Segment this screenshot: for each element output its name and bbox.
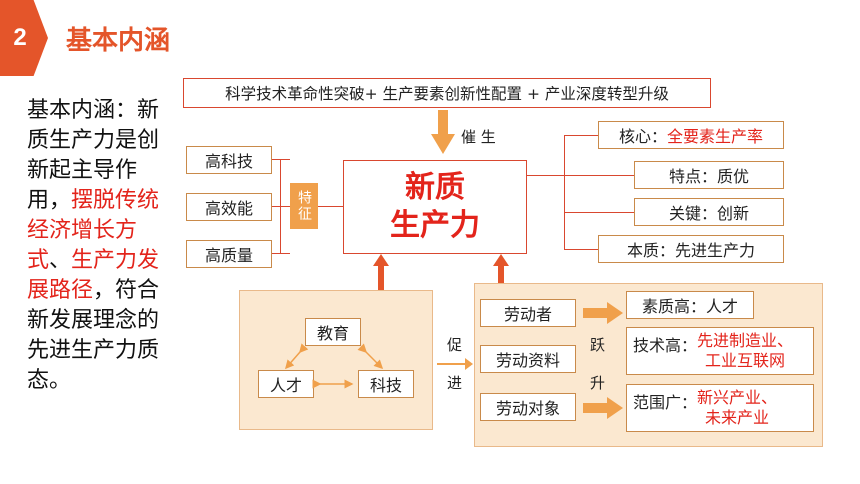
section-number-badge: 2 (0, 0, 48, 76)
right-connector (564, 135, 598, 136)
catalyze-arrow-icon (431, 110, 455, 154)
leap-label-2: 升 (590, 374, 606, 392)
leap-arrow-icon (583, 302, 623, 324)
result-scope-label: 范围广： (633, 393, 698, 412)
labor-item-worker: 劳动者 (480, 299, 576, 327)
desc-seg-3: 、 (49, 248, 72, 273)
feature-connector (272, 206, 290, 207)
right-item-essence: 本质：先进生产力 (598, 235, 784, 263)
right-item-key-value: 创新 (717, 204, 750, 223)
desc-seg-1: 基本内涵：新质生产力是创新起主导作用， (27, 98, 160, 213)
promote-arrow-icon (437, 356, 473, 370)
triangle-left-box: 人才 (258, 370, 314, 398)
section-number: 2 (13, 24, 27, 51)
triangle-right-box: 科技 (358, 370, 414, 398)
right-item-trait: 特点：质优 (634, 161, 784, 189)
feature-box-2: 高效能 (186, 193, 272, 221)
driver-box: 科学技术革命性突破+ 生产要素创新性配置 + 产业深度转型升级 (183, 78, 711, 108)
right-connector (527, 175, 564, 176)
right-item-key: 关键：创新 (634, 198, 784, 226)
feature-tag-label: 特征 (296, 190, 312, 222)
right-item-core-value: 全要素生产率 (667, 127, 764, 146)
result-quality: 素质高：人才 (626, 291, 754, 319)
center-title-line1: 新质 (405, 170, 465, 205)
result-quality-value: 人才 (706, 297, 739, 316)
catalyze-label: 催 生 (461, 128, 496, 146)
right-item-essence-value: 先进生产力 (675, 241, 756, 260)
desc-seg-4: 生产力发展路径 (27, 248, 160, 303)
labor-item-object: 劳动对象 (480, 393, 576, 421)
up-arrow-icon (493, 254, 509, 284)
center-title-line2: 生产力 (390, 208, 480, 243)
right-item-key-label: 关键： (668, 204, 717, 223)
right-connector (564, 135, 565, 249)
triangle-top-box: 教育 (305, 318, 361, 346)
right-item-trait-label: 特点： (668, 167, 717, 186)
triangle-arrows-icon (285, 343, 384, 389)
desc-seg-2: 摆脱传统经济增长方式 (27, 188, 160, 273)
right-connector (564, 175, 634, 176)
feature-connector (318, 206, 343, 207)
feature-box-3: 高质量 (186, 240, 272, 268)
leap-label-1: 跃 (590, 336, 606, 354)
result-quality-label: 素质高： (641, 297, 706, 316)
feature-connector (280, 159, 281, 254)
right-connector (564, 212, 634, 213)
result-tech: 技术高：先进制造业、 工业互联网 (626, 327, 814, 375)
promote-label-1: 促 (447, 336, 463, 354)
leap-arrow-icon (583, 397, 623, 419)
right-item-core: 核心：全要素生产率 (598, 121, 784, 149)
left-description: 基本内涵：新质生产力是创新起主导作用，摆脱传统经济增长方式、生产力发展路径，符合… (27, 96, 163, 396)
result-scope-value: 新兴产业、 未来产业 (697, 388, 778, 427)
desc-seg-5: ，符合新发展理念的先进生产力质态。 (27, 278, 160, 393)
labor-item-means: 劳动资料 (480, 345, 576, 373)
up-arrow-icon (373, 254, 389, 290)
right-connector (564, 249, 598, 250)
feature-tag: 特征 (290, 183, 318, 229)
right-item-trait-value: 质优 (717, 167, 750, 186)
center-box: 新质 生产力 (343, 160, 527, 254)
promote-label-2: 进 (447, 374, 463, 392)
feature-connector (272, 253, 290, 254)
result-scope: 范围广：新兴产业、 未来产业 (626, 384, 814, 432)
result-tech-label: 技术高： (633, 336, 698, 355)
feature-connector (272, 159, 290, 160)
right-item-essence-label: 本质： (626, 241, 675, 260)
result-tech-value: 先进制造业、 工业互联网 (697, 331, 794, 370)
right-item-core-label: 核心： (618, 127, 667, 146)
feature-box-1: 高科技 (186, 146, 272, 174)
talent-panel (239, 290, 433, 430)
page-title: 基本内涵 (66, 26, 171, 56)
